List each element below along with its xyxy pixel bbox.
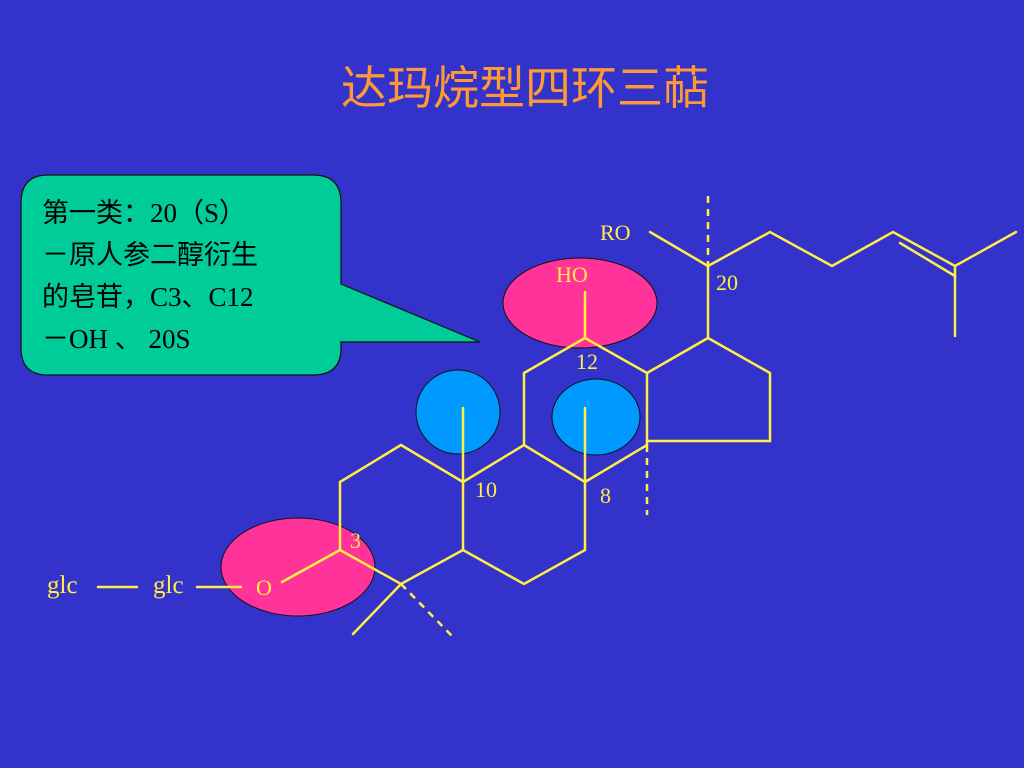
callout-line: －OH 、 20S <box>42 324 191 354</box>
c3-locant: 3 <box>350 528 361 553</box>
callout-line: 的皂苷，C3、C12 <box>42 282 254 312</box>
c20-locant: 20 <box>716 270 738 295</box>
dashed-bonds <box>400 196 710 637</box>
ro-label: RO <box>600 220 631 245</box>
skeleton-bonds <box>96 230 1018 636</box>
c3-oxygen-highlight <box>220 517 376 617</box>
oxygen-label: O <box>256 575 272 600</box>
c10-methyl-highlight <box>415 369 501 455</box>
callout-bubble <box>20 174 481 376</box>
c12-locant: 12 <box>576 349 598 374</box>
callout-line: 第一类：20（S） <box>42 198 247 228</box>
callout-text: 第一类：20（S） －原人参二醇衍生 的皂苷，C3、C12 －OH 、 20S <box>42 192 327 360</box>
slide-title: 达玛烷型四环三萜 <box>341 61 709 115</box>
c8-locant: 8 <box>600 483 611 508</box>
ho-label: HO <box>556 262 588 287</box>
glc-label-outer: glc <box>47 572 78 599</box>
c8-methyl-highlight <box>551 378 641 456</box>
glc-label-inner: glc <box>153 572 184 599</box>
callout-line: －原人参二醇衍生 <box>42 240 258 270</box>
c12-hydroxyl-highlight <box>502 257 658 349</box>
c10-locant: 10 <box>475 477 497 502</box>
